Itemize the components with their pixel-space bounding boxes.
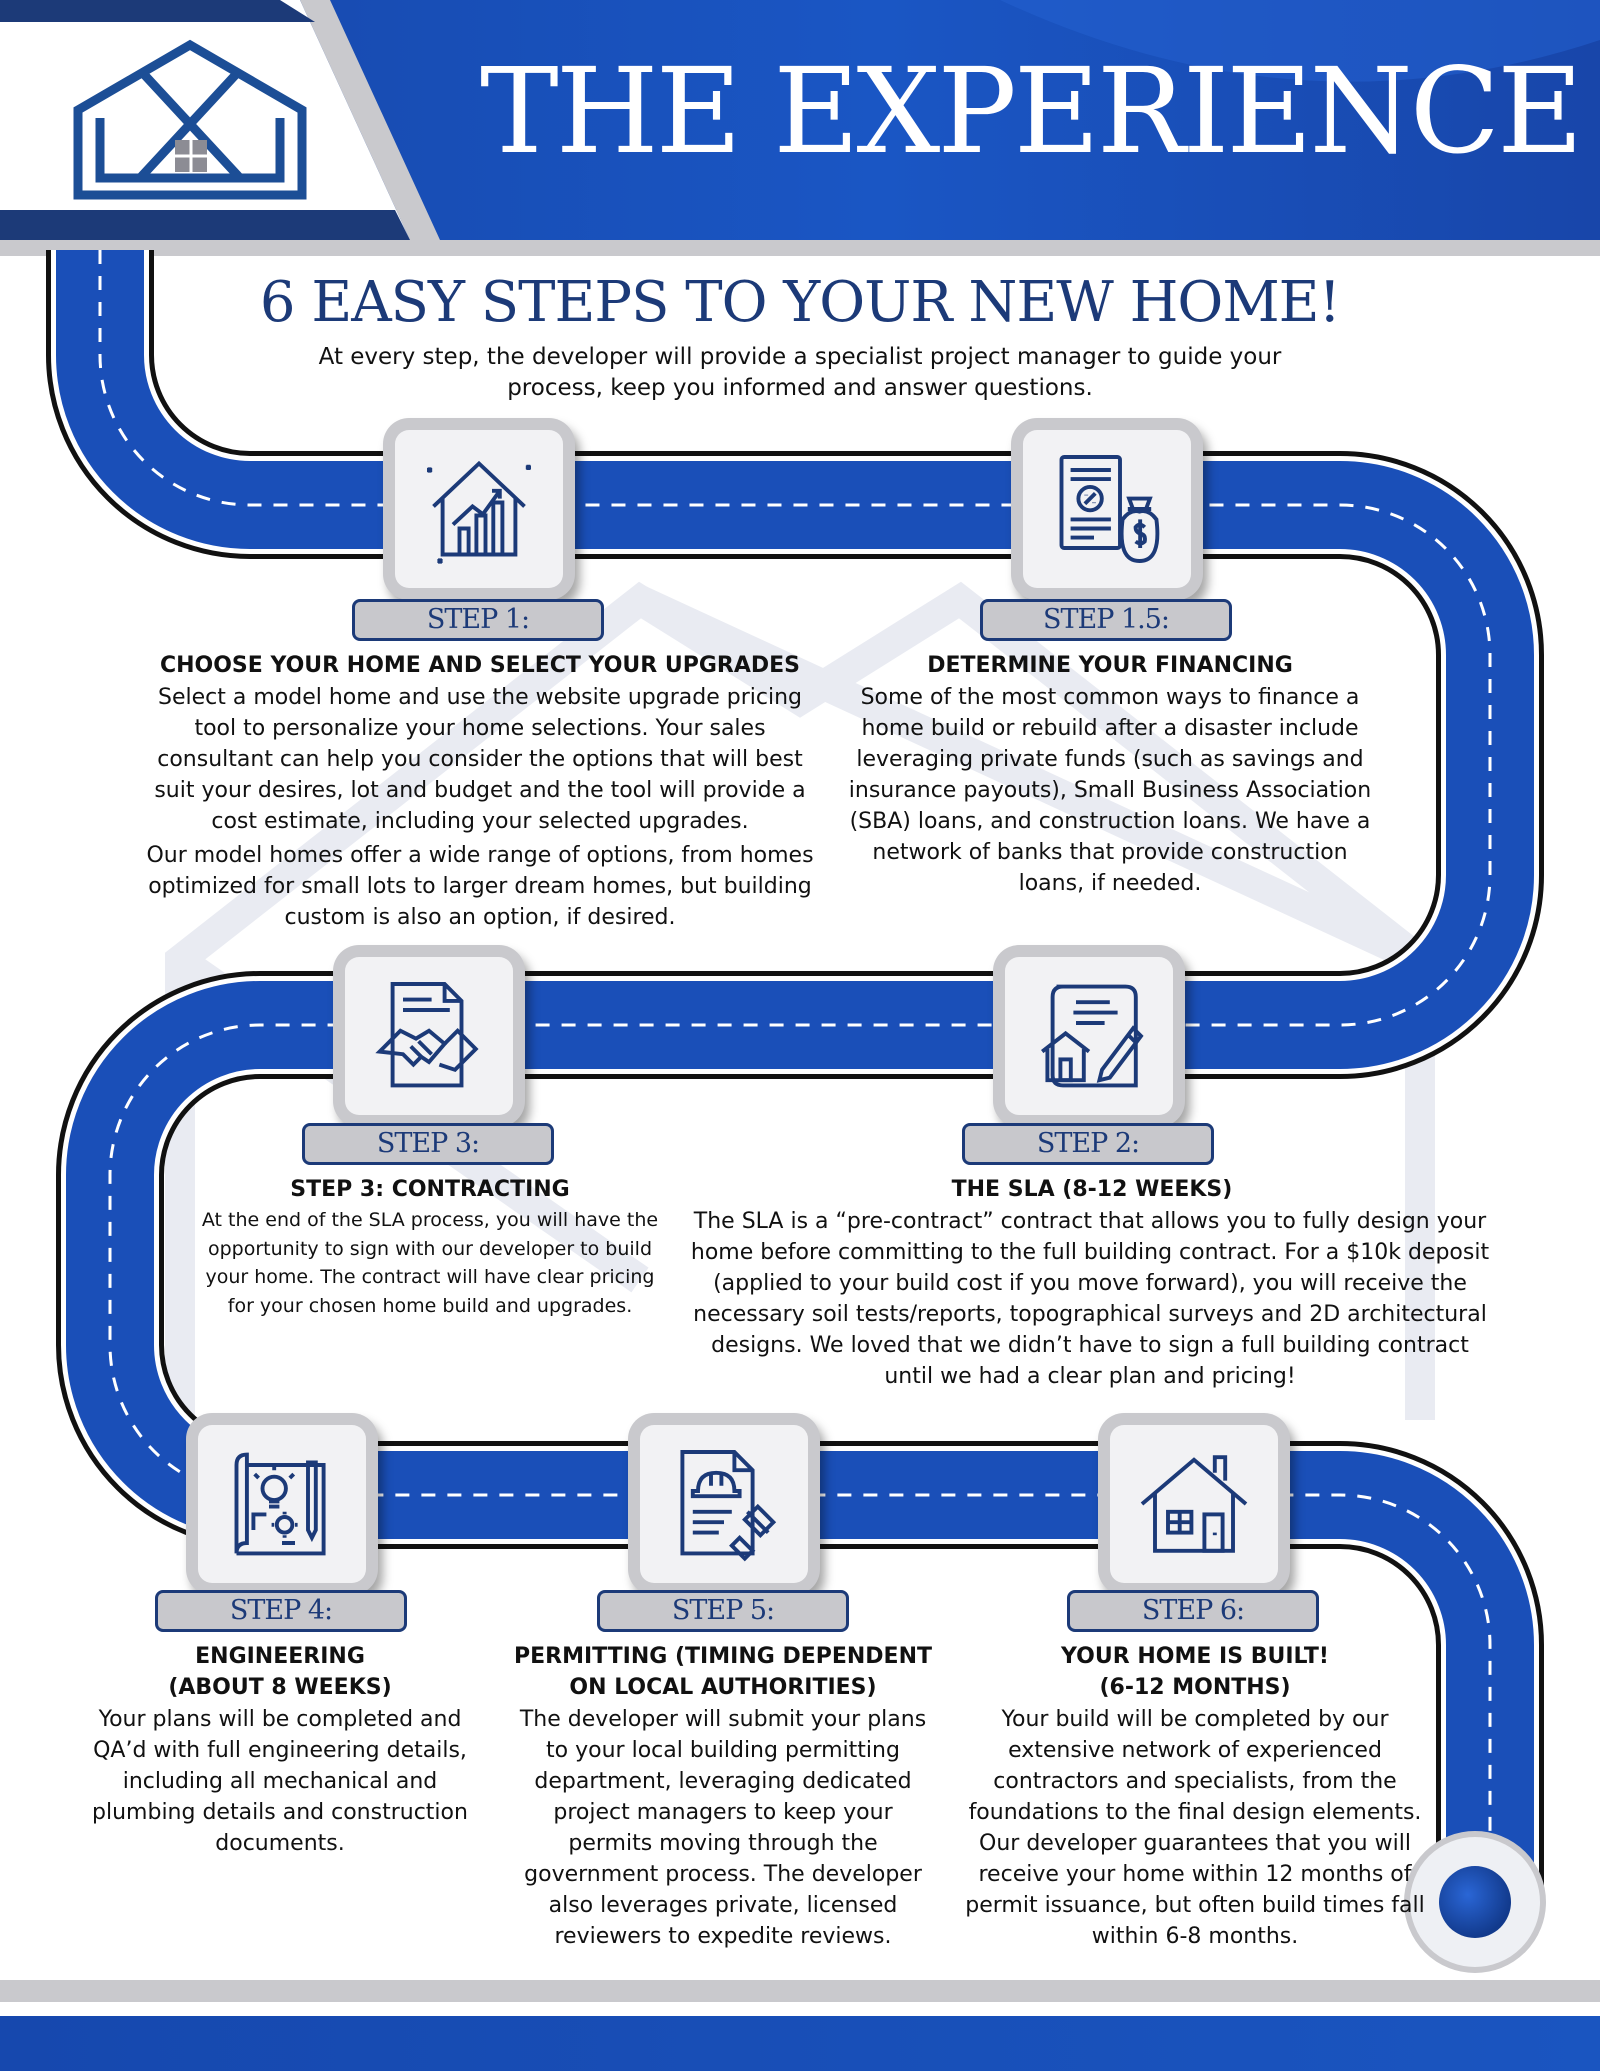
step-4-label: STEP 4: <box>155 1590 407 1632</box>
step-2-heading: THE SLA (8-12 WEEKS) <box>951 1177 1233 1202</box>
house-growth-icon <box>427 460 531 564</box>
handshake-document-icon <box>375 982 479 1088</box>
intro-text: At every step, the developer will provid… <box>318 344 1282 401</box>
step-1-5-body: Some of the most common ways to finance … <box>848 685 1372 896</box>
step-2-body: The SLA is a “pre-contract” contract tha… <box>690 1209 1490 1389</box>
step-3-label: STEP 3: <box>302 1123 554 1165</box>
house-contract-icon <box>1041 984 1144 1088</box>
header-title: THE EXPERIENCE <box>480 42 1583 180</box>
step-2-label: STEP 2: <box>962 1123 1214 1165</box>
step-5-body: The developer will submit your plans to … <box>519 1707 927 1949</box>
step-4-body: Your plans will be completed and QA’d wi… <box>92 1707 468 1856</box>
step-3-heading: STEP 3: CONTRACTING <box>290 1177 570 1202</box>
page-title: 6 EASY STEPS TO YOUR NEW HOME! <box>259 270 1341 335</box>
road-end-marker <box>1404 1831 1546 1973</box>
house-icon <box>1140 1455 1248 1553</box>
step-1-5-label: STEP 1.5: <box>980 599 1232 641</box>
engineering-blueprint-icon <box>234 1452 326 1556</box>
step-6-icon-card <box>1110 1425 1278 1583</box>
step-1-body: Select a model home and use the website … <box>154 685 806 834</box>
step-5-label: STEP 5: <box>597 1590 849 1632</box>
step-1-heading: CHOOSE YOUR HOME AND SELECT YOUR UPGRADE… <box>159 653 801 678</box>
step-2-icon-card <box>1005 957 1173 1115</box>
step-6-body: Your build will be completed by our exte… <box>965 1707 1425 1949</box>
step-4-heading-2: (ABOUT 8 WEEKS) <box>168 1675 392 1700</box>
step-3-icon-card <box>345 957 513 1115</box>
permit-stamp-icon <box>680 1450 777 1562</box>
step-6-label: STEP 6: <box>1067 1590 1319 1632</box>
step-6-heading-2: (6-12 MONTHS) <box>1099 1675 1291 1700</box>
step-1-label: STEP 1: <box>352 599 604 641</box>
step-4-icon-card <box>198 1425 366 1583</box>
step-1-icon-card <box>395 430 563 588</box>
house-logo-icon <box>73 39 307 200</box>
step-5-heading: PERMITTING (TIMING DEPENDENT <box>513 1644 933 1669</box>
step-3-body: At the end of the SLA process, you will … <box>201 1209 659 1317</box>
step-1-5-icon-card <box>1023 430 1191 588</box>
step-1-body-2: Our model homes offer a wide range of op… <box>146 843 814 930</box>
step-5-icon-card <box>640 1425 808 1583</box>
step-1-5-heading: DETERMINE YOUR FINANCING <box>927 653 1293 678</box>
step-4-heading: ENGINEERING <box>195 1644 365 1669</box>
finance-document-icon <box>1059 455 1160 563</box>
step-6-heading: YOUR HOME IS BUILT! <box>1061 1644 1329 1669</box>
step-5-heading-2: ON LOCAL AUTHORITIES) <box>569 1675 877 1700</box>
